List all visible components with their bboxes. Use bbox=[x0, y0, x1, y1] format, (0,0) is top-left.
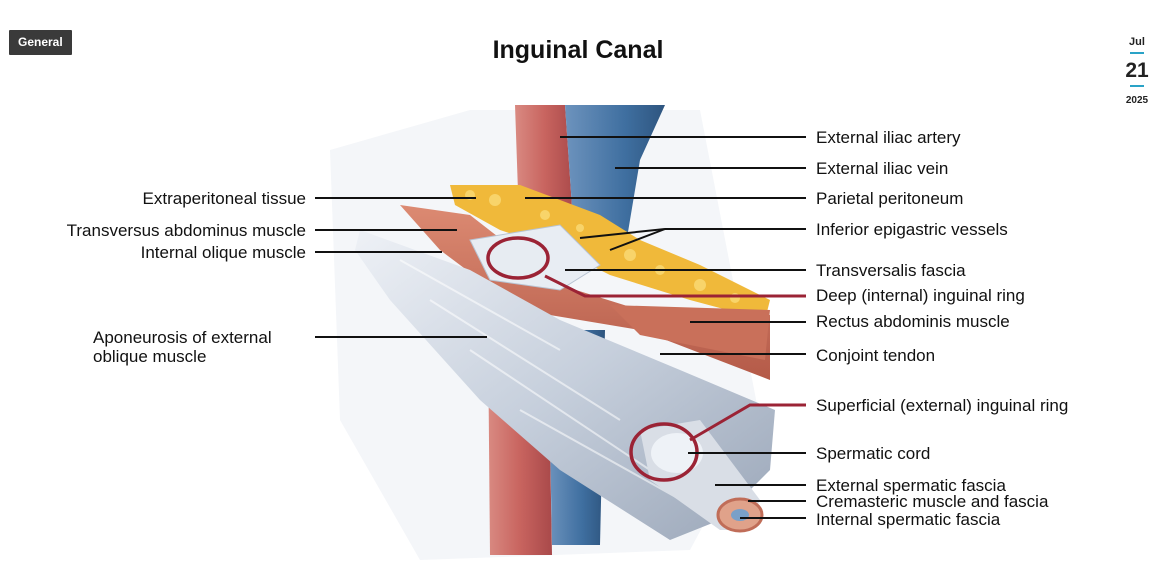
label-rectus-abdominis: Rectus abdominis muscle bbox=[816, 312, 1010, 331]
label-aponeurosis-line1: Aponeurosis of external bbox=[93, 328, 272, 347]
date-day: 21 bbox=[1125, 59, 1149, 82]
label-parietal-peritoneum: Parietal peritoneum bbox=[816, 189, 963, 208]
leader-lines bbox=[315, 136, 806, 519]
label-spermatic-cord: Spermatic cord bbox=[816, 444, 930, 463]
date-divider bbox=[1130, 85, 1144, 87]
label-inferior-epigastric: Inferior epigastric vessels bbox=[816, 220, 1008, 239]
label-transversalis-fascia: Transversalis fascia bbox=[816, 261, 966, 280]
leader-deep-ring bbox=[544, 274, 806, 298]
label-internal-spermatic-fascia: Internal spermatic fascia bbox=[816, 510, 1001, 529]
leader-inferior-epigastric-branch1 bbox=[579, 228, 666, 239]
label-external-iliac-vein: External iliac vein bbox=[816, 159, 948, 178]
label-extraperitoneal-tissue: Extraperitoneal tissue bbox=[143, 189, 306, 208]
leader-inferior-epigastric-branch2 bbox=[609, 228, 666, 251]
cord-core bbox=[731, 509, 749, 521]
deep-inguinal-ring-highlight bbox=[486, 236, 550, 280]
label-conjoint-tendon: Conjoint tendon bbox=[816, 346, 935, 365]
label-deep-inguinal-ring: Deep (internal) inguinal ring bbox=[816, 286, 1025, 305]
date-divider bbox=[1130, 52, 1144, 54]
date-month: Jul bbox=[1129, 36, 1145, 48]
label-external-spermatic-fascia: External spermatic fascia bbox=[816, 476, 1006, 495]
illustration bbox=[330, 105, 775, 560]
leader-superficial-ring bbox=[689, 403, 806, 442]
label-superficial-inguinal-ring: Superficial (external) inguinal ring bbox=[816, 396, 1068, 415]
page-title: Inguinal Canal bbox=[492, 36, 664, 64]
label-cremasteric-muscle: Cremasteric muscle and fascia bbox=[816, 492, 1049, 511]
category-badge[interactable]: General bbox=[9, 30, 72, 55]
label-transversus-abdominus: Transversus abdominus muscle bbox=[67, 221, 306, 240]
label-internal-oblique: Internal olique muscle bbox=[141, 243, 306, 262]
label-aponeurosis-line2: oblique muscle bbox=[93, 347, 206, 366]
extraperitoneal-fat bbox=[450, 185, 770, 320]
date-widget: Jul 21 2025 bbox=[1116, 36, 1158, 106]
highlight-leaders bbox=[544, 274, 806, 442]
label-external-iliac-artery: External iliac artery bbox=[816, 128, 961, 147]
date-year: 2025 bbox=[1125, 95, 1149, 106]
rectus-abdominis-shape bbox=[610, 305, 770, 360]
fat-lobules bbox=[465, 190, 740, 303]
aponeurosis-fibers bbox=[399, 259, 691, 506]
cord-surface bbox=[651, 433, 703, 473]
